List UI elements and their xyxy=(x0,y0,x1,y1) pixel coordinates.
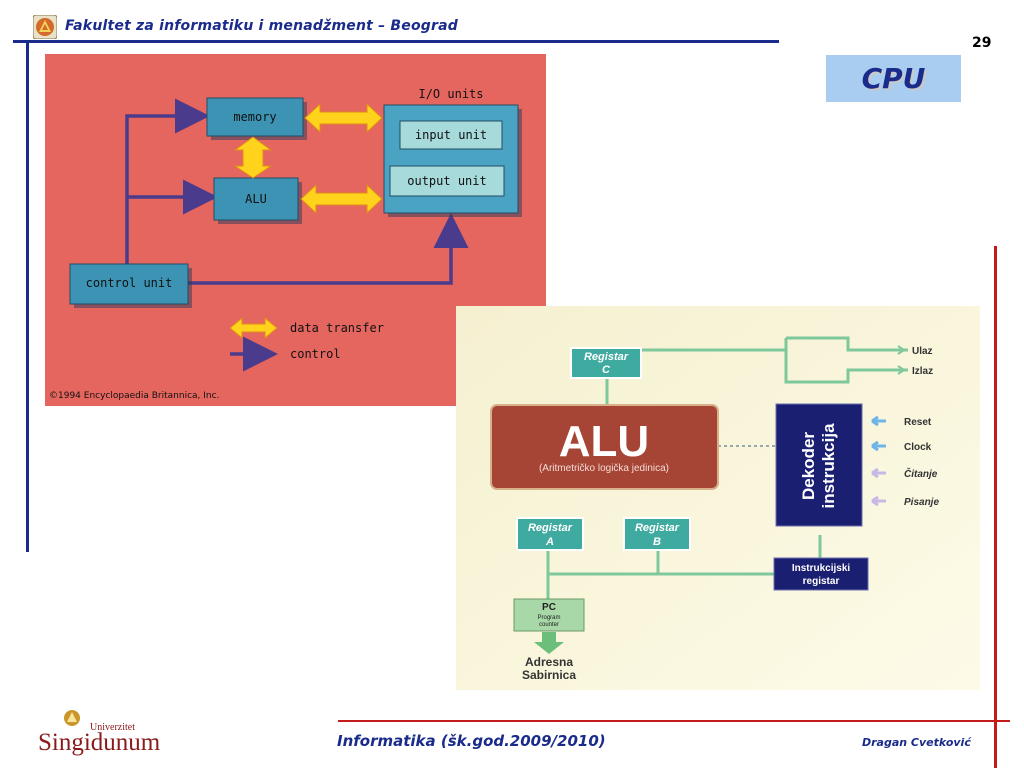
slide-title-box: CPU xyxy=(826,55,961,102)
registar-a-label: Registar xyxy=(528,522,573,534)
faculty-title: Fakultet za informatiku i menadžment – B… xyxy=(65,18,458,34)
university-emblem-icon xyxy=(32,14,58,40)
instrukcijski-label: Instrukcijski xyxy=(792,563,851,574)
dekoder-label: Dekoder xyxy=(799,432,818,500)
input-reset: Reset xyxy=(904,417,932,428)
registar-b-box xyxy=(623,517,691,551)
slide-title: CPU xyxy=(861,62,926,95)
io-izlaz: Izlaz xyxy=(912,366,933,377)
input-citanje: Čitanje xyxy=(904,467,938,480)
address-bus-arrow xyxy=(534,632,564,654)
registar-a-box xyxy=(516,517,584,551)
alu-block xyxy=(490,404,719,490)
input-clock: Clock xyxy=(904,442,932,453)
pc-sublabel-2: counter xyxy=(539,622,559,628)
alu-box xyxy=(213,177,299,221)
pc-label: PC xyxy=(542,602,556,613)
sabirnica-label: Sabirnica xyxy=(522,668,576,682)
control-unit-box xyxy=(69,263,189,305)
legend-transfer-icon xyxy=(229,316,278,340)
instrukcijski-registar-box xyxy=(773,557,869,591)
legend-transfer-label: data transfer xyxy=(290,321,384,335)
pc-box xyxy=(513,598,585,632)
singidunum-logo: Univerzitet Singidunum xyxy=(38,708,178,756)
control-lines xyxy=(125,98,469,285)
pc-sublabel: Program xyxy=(537,615,560,621)
io-units-title: I/O units xyxy=(418,87,483,101)
dekoder-label-2: instrukcija xyxy=(819,423,838,509)
course-footer: Informatika (šk.god.2009/2010) xyxy=(337,732,606,750)
copyright-note: ©1994 Encyclopaedia Britannica, Inc. xyxy=(49,391,219,401)
cpu-block-diagram: Registar C ALU (Aritmetričko logička jed… xyxy=(456,306,980,690)
alu-io-transfer-arrow xyxy=(300,183,383,215)
footer-divider xyxy=(338,720,1010,722)
registar-a-letter: A xyxy=(545,536,554,548)
dekoder-block xyxy=(775,403,863,527)
alu-label: ALU xyxy=(245,192,267,206)
input-unit-box xyxy=(399,120,503,150)
control-inputs: Reset Clock Čitanje Pisanje xyxy=(871,415,939,508)
memory-box xyxy=(206,97,304,137)
alu-title: ALU xyxy=(559,417,649,466)
registar-c-box xyxy=(570,347,642,379)
output-unit-box xyxy=(389,165,505,197)
output-unit-label: output unit xyxy=(407,174,486,188)
input-pisanje: Pisanje xyxy=(904,497,939,508)
io-ulaz: Ulaz xyxy=(912,346,933,357)
adresna-label: Adresna xyxy=(525,655,573,669)
right-accent-bar xyxy=(994,246,997,768)
left-accent-bar xyxy=(26,40,29,552)
header-divider xyxy=(13,40,779,43)
logo-top-text: Univerzitet xyxy=(90,722,135,733)
author-footer: Dragan Cvetković xyxy=(862,736,971,749)
io-outputs: Ulaz Izlaz xyxy=(892,345,933,377)
input-unit-label: input unit xyxy=(415,128,487,142)
memory-label: memory xyxy=(233,110,276,124)
page-number: 29 xyxy=(972,35,992,51)
memory-alu-transfer-arrow xyxy=(233,136,273,179)
registar-c-letter: C xyxy=(602,364,611,376)
alu-subtitle: (Aritmetričko logička jedinica) xyxy=(539,463,669,474)
logo-main-text: Singidunum xyxy=(38,729,161,756)
memory-io-transfer-arrow xyxy=(304,102,383,134)
instrukcijski-label-2: registar xyxy=(803,576,840,587)
registar-b-letter: B xyxy=(653,536,661,548)
registar-c-label: Registar xyxy=(584,351,629,363)
computer-architecture-diagram: memory ALU I/O units input unit output u… xyxy=(45,54,546,406)
registar-b-label: Registar xyxy=(635,522,680,534)
control-unit-label: control unit xyxy=(86,276,173,290)
diagram-background xyxy=(456,306,980,690)
legend-control-label: control xyxy=(290,347,341,361)
